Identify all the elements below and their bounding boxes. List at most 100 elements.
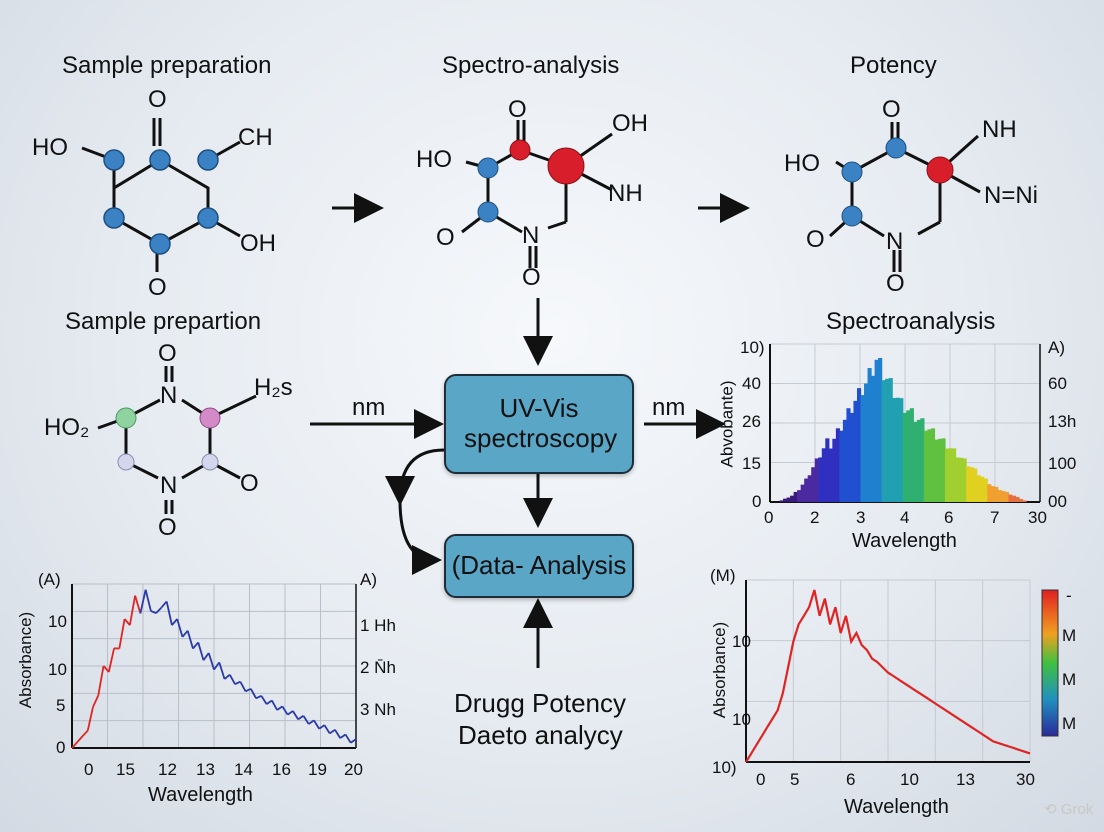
chart2-bar (1011, 495, 1017, 502)
mol4-ho2: HO₂ (44, 414, 90, 441)
chart2-bar (948, 448, 953, 502)
chart1-xtick-2: 12 (158, 760, 177, 779)
chart1-line-segment (218, 662, 226, 680)
chart2-bar (955, 457, 960, 502)
mol1-ho: HO (32, 134, 68, 161)
chart2-bar (945, 448, 950, 502)
chart2-bar (835, 428, 840, 502)
chart1-line-segment (86, 706, 94, 731)
mol2-o-top: O (508, 96, 527, 123)
mol1-ch: CH (238, 124, 273, 151)
chart2-bar (800, 484, 805, 502)
mol1-o-bottom: O (148, 274, 167, 301)
chart1-rtick-1: 2 N̄h (360, 658, 396, 677)
chart2-xtick-6: 30 (1028, 508, 1047, 527)
chart3-xtick-5: 30 (1016, 770, 1035, 789)
mol4-n-top: N (160, 382, 178, 409)
chart2-bar (934, 439, 939, 502)
chart2-xtick-1: 2 (810, 508, 820, 527)
mol2-nh: NH (608, 180, 643, 207)
chart2-ytick-0: 0 (752, 492, 762, 511)
chart2-bar (828, 448, 833, 502)
chart2-bar (853, 400, 858, 502)
chart2-bar (814, 458, 819, 502)
chart2-bar (839, 430, 844, 502)
chart2-bar (909, 408, 914, 502)
chart1-xtick-7: 20 (344, 760, 363, 779)
chart1-line-segment (223, 674, 231, 680)
chart3-ytick-1: 10 (732, 710, 751, 729)
chart2-bar (1018, 499, 1024, 502)
chart2-rtick-2: 100 (1048, 454, 1077, 473)
chart2-bar (937, 438, 943, 502)
chart3-cbar-2: M (1062, 670, 1077, 689)
chart2-bar (871, 375, 876, 502)
chart1-line-segment (250, 688, 257, 699)
chart3-colorbar (1041, 589, 1059, 737)
chart2-xtick-5: 7 (990, 508, 1000, 527)
chart1-rtick-0: 1 Hh (360, 616, 396, 635)
chart2-bar (807, 475, 812, 502)
chart2-bar (941, 438, 946, 502)
chart2-bar (920, 418, 925, 502)
chart2-bar (856, 388, 862, 502)
chart1-line-segment (197, 642, 205, 661)
chart2-xlabel: Wavelength (852, 530, 957, 552)
chart3-corner-left: (M) (710, 566, 736, 585)
chart2-bar (821, 448, 826, 502)
chart3-cbar-1: M (1062, 626, 1077, 645)
mol3-o-top: O (882, 96, 901, 123)
mol2-o-bottom: O (522, 264, 541, 291)
chart2-ytick-2: 26 (742, 412, 761, 431)
chart3-xlabel: Wavelength (844, 796, 949, 818)
chart1-line-segment (297, 714, 304, 721)
chart2-rtick-0: 60 (1048, 374, 1067, 393)
drug-potency-line2: Daeto analycy (458, 720, 623, 750)
chart1-ytick-3: 10 (48, 612, 67, 631)
chart2-bar (779, 500, 784, 502)
chart2-bar (878, 357, 883, 502)
chart1-line-segment (186, 630, 194, 649)
chart1-line-segment (266, 699, 273, 705)
chart2-bar (786, 497, 791, 502)
chart2-bar (983, 478, 988, 502)
mol2-oh: OH (612, 110, 648, 137)
chart1-line-segment (176, 618, 184, 638)
chart1-line-segment (76, 735, 84, 743)
mol3-o-left: O (806, 226, 825, 253)
chart1-line-segment (165, 601, 173, 626)
chart1-line-segment (245, 687, 252, 693)
title-potency: Potency (850, 52, 937, 79)
mol4-o-top: O (158, 340, 177, 367)
chart1-line-segment (107, 648, 115, 673)
mol4-o-right: O (240, 470, 259, 497)
title-spectro-analysis: Spectro-analysis (442, 52, 620, 79)
chart2-bar (980, 476, 985, 502)
data-analysis-box[interactable]: (Data- Analysis (444, 534, 634, 598)
chart2-bar (987, 484, 992, 502)
chart1-line-segment (344, 733, 352, 744)
chart3-ylabel: Absorbance) (710, 621, 730, 719)
chart1-line-segment (271, 700, 278, 711)
title-sample-preparation: Sample preparation (62, 52, 272, 79)
chart2-bar (1022, 500, 1027, 502)
mol3-nni: N=Ni (984, 182, 1039, 209)
title-spectroanalysis-mid: Spectroanalysis (826, 308, 996, 335)
chart1-line-segment (313, 719, 320, 730)
mol3-ho: HO (784, 150, 820, 177)
chart1-line-segment (171, 618, 178, 626)
chart2-bar (1001, 490, 1006, 502)
chart1-line-segment (81, 729, 89, 737)
chart3-xtick-3: 10 (900, 770, 919, 789)
chart2-bar (962, 458, 967, 502)
chart1-ytick-2: 10 (48, 660, 67, 679)
chart3-cbar-0: - (1066, 586, 1072, 605)
uvvis-box[interactable]: UV-Vis spectroscopy (444, 374, 634, 474)
chart2-bar (1004, 491, 1009, 502)
chart2-bar (997, 490, 1002, 502)
chart2-bar (818, 457, 823, 502)
chart1-xlabel: Wavelength (148, 784, 253, 806)
